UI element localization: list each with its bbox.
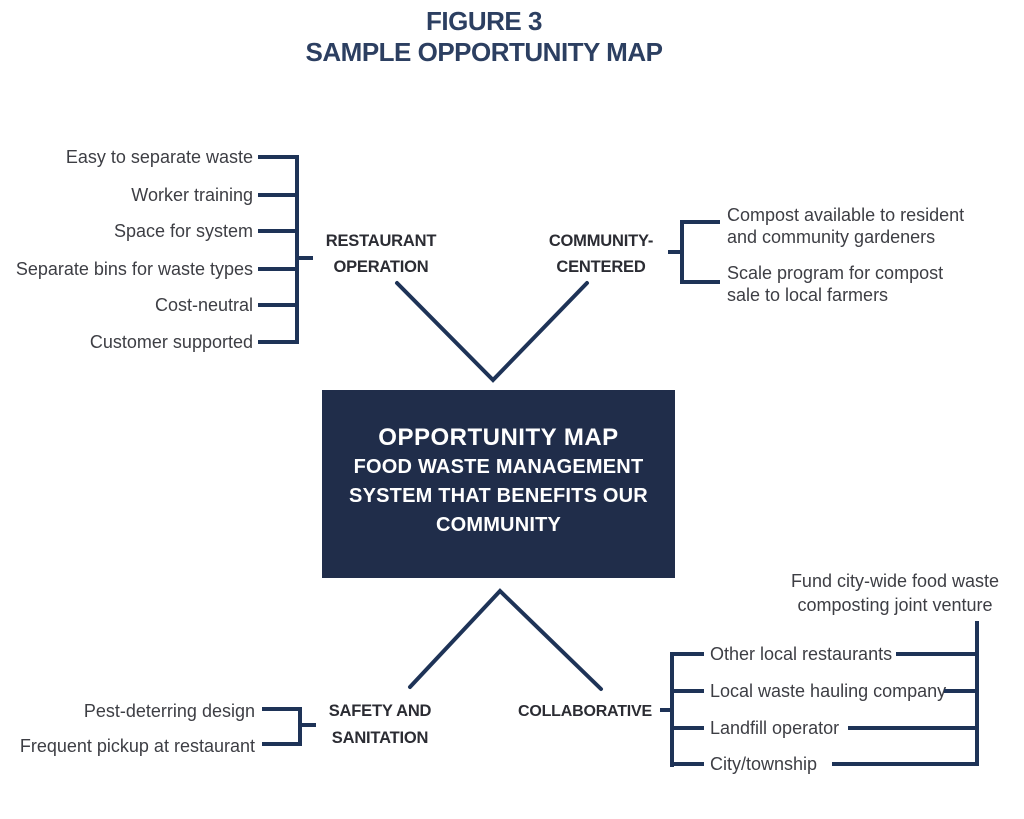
connector-line bbox=[262, 742, 302, 746]
branch-label-line: RESTAURANT bbox=[325, 232, 437, 250]
branch-label-collaborative: COLLABORATIVE bbox=[518, 703, 652, 720]
connector-line bbox=[258, 229, 299, 233]
branch-label-community-centered: COMMUNITY- CENTERED bbox=[541, 228, 661, 280]
safety-item: Pest-deterring design bbox=[83, 701, 255, 721]
opportunity-map-center-box: OPPORTUNITY MAP FOOD WASTE MANAGEMENT SY… bbox=[322, 390, 675, 578]
restaurant-item: Worker training bbox=[131, 185, 253, 205]
community-item: Compost available to resident and commun… bbox=[727, 205, 965, 247]
top-v-connector bbox=[395, 281, 589, 383]
branch-label-line: CENTERED bbox=[556, 258, 646, 276]
bracket-line bbox=[680, 220, 684, 284]
bracket-line bbox=[298, 707, 302, 746]
connector-line bbox=[674, 652, 704, 656]
connector-line bbox=[680, 280, 720, 284]
connector-line bbox=[896, 652, 979, 656]
connector-line bbox=[674, 726, 704, 730]
connector-line bbox=[258, 303, 299, 307]
connector-line bbox=[299, 256, 313, 260]
safety-item: Frequent pickup at restaurant bbox=[19, 736, 255, 756]
restaurant-item: Space for system bbox=[113, 221, 253, 241]
connector-line bbox=[258, 155, 299, 159]
bracket-line bbox=[670, 652, 674, 767]
restaurant-item: Easy to separate waste bbox=[65, 147, 253, 167]
center-box-heading: OPPORTUNITY MAP bbox=[378, 424, 619, 451]
figure-title-line1: FIGURE 3 bbox=[426, 6, 542, 36]
connector-line bbox=[674, 762, 704, 766]
connector-line bbox=[258, 193, 299, 197]
restaurant-item: Cost-neutral bbox=[154, 295, 253, 315]
connector-line bbox=[832, 762, 979, 766]
collaborative-item: Other local restaurants bbox=[710, 644, 893, 664]
branch-label-line: OPERATION bbox=[333, 258, 429, 276]
branch-label-line: SAFETY AND bbox=[328, 702, 432, 720]
branch-label-restaurant-operation: RESTAURANT OPERATION bbox=[321, 228, 441, 280]
connector-line bbox=[668, 250, 682, 254]
branch-label-line: SANITATION bbox=[331, 729, 429, 747]
restaurant-item: Customer supported bbox=[89, 332, 253, 352]
connector-line bbox=[674, 689, 704, 693]
bracket-line bbox=[295, 155, 299, 344]
bottom-v-connector bbox=[408, 588, 603, 691]
connector-line bbox=[262, 707, 302, 711]
collaborative-item: Landfill operator bbox=[710, 718, 840, 738]
connector-line bbox=[944, 689, 979, 693]
bracket-line bbox=[975, 621, 979, 766]
community-item: Scale program for compost sale to local … bbox=[727, 263, 944, 305]
figure-title: FIGURE 3 SAMPLE OPPORTUNITY MAP bbox=[0, 6, 968, 68]
collaborative-item: City/township bbox=[710, 754, 818, 774]
connector-line bbox=[680, 220, 720, 224]
collaborative-note: Fund city-wide food waste composting joi… bbox=[790, 571, 1000, 615]
restaurant-item: Separate bins for waste types bbox=[15, 259, 253, 279]
branch-label-line: COMMUNITY- bbox=[548, 232, 654, 250]
connector-line bbox=[302, 723, 316, 727]
center-box-body: FOOD WASTE MANAGEMENT SYSTEM THAT BENEFI… bbox=[349, 456, 648, 536]
connector-line bbox=[258, 340, 299, 344]
connector-line bbox=[660, 708, 672, 712]
collaborative-item: Local waste hauling company bbox=[710, 681, 947, 701]
connector-line bbox=[848, 726, 979, 730]
branch-label-safety-sanitation: SAFETY AND SANITATION bbox=[320, 698, 440, 752]
connector-line bbox=[258, 267, 299, 271]
figure-title-line2: SAMPLE OPPORTUNITY MAP bbox=[305, 37, 663, 67]
